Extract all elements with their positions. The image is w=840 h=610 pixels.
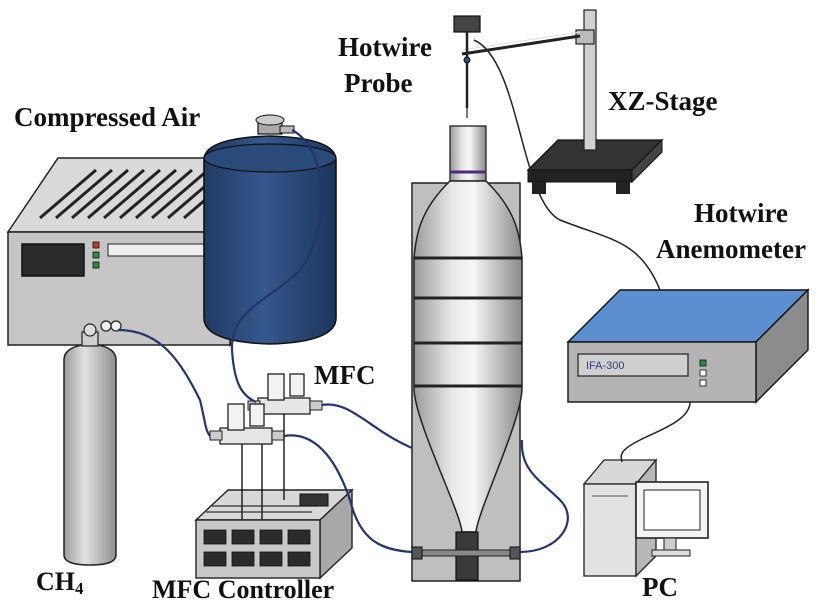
gas-tubing bbox=[117, 129, 569, 554]
label-ch4-subscript: 4 bbox=[75, 579, 84, 598]
xz-stage bbox=[461, 9, 664, 194]
label-mfc-controller: MFC Controller bbox=[152, 575, 334, 604]
pc bbox=[582, 458, 709, 578]
label-compressed-air: Compressed Air bbox=[14, 102, 200, 132]
label-mfc: MFC bbox=[314, 360, 375, 390]
hotwire-anemometer: IFA-300 bbox=[566, 288, 810, 404]
mfc-unit-lower bbox=[209, 403, 285, 445]
anemometer-display-text: IFA-300 bbox=[586, 360, 625, 372]
label-pc: PC bbox=[642, 572, 678, 602]
label-ch4-main: CH bbox=[36, 567, 75, 596]
mfc-controller-box bbox=[194, 488, 354, 580]
analyzer-box bbox=[6, 157, 270, 348]
label-hotwire-anemometer-line2: Anemometer bbox=[656, 234, 806, 264]
label-hotwire-probe-line2: Probe bbox=[344, 68, 413, 98]
compressed-air-tank bbox=[203, 114, 337, 345]
burner-assembly bbox=[411, 125, 523, 582]
ch4-gas-cylinder bbox=[63, 320, 122, 566]
label-hotwire-anemometer-line1: Hotwire bbox=[694, 198, 788, 228]
controller-cables bbox=[241, 414, 285, 520]
mfc-unit-upper bbox=[247, 373, 323, 415]
label-hotwire-probe-line1: Hotwire bbox=[338, 32, 432, 62]
label-ch4: CH4 bbox=[36, 567, 84, 598]
label-xz-stage: XZ-Stage bbox=[608, 86, 718, 116]
signal-wires bbox=[473, 39, 691, 463]
hotwire-probe bbox=[453, 15, 481, 118]
